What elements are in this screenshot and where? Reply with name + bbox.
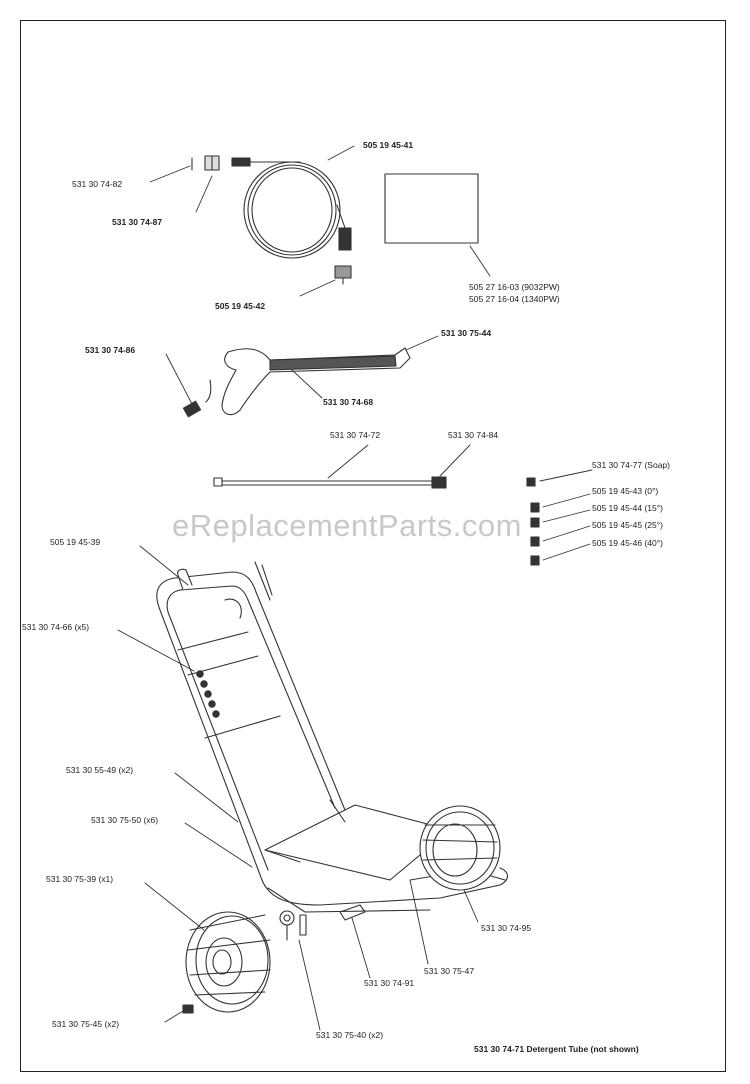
label-detergent-tube-note: 531 30 74-71 Detergent Tube (not shown) (474, 1044, 639, 1054)
label-505-19-45-44: 505 19 45-44 (15°) (592, 503, 663, 513)
label-531-30-74-68: 531 30 74-68 (323, 397, 374, 407)
left-wheel (185, 911, 271, 1013)
label-531-30-75-39: 531 30 75-39 (x1) (46, 874, 114, 884)
watermark: eReplacementParts.com (172, 508, 522, 543)
cart-hardware (182, 904, 366, 1014)
leader-lines (117, 145, 593, 1031)
label-manual-9032pw: 505 27 16-03 (9032PW) (469, 282, 560, 292)
label-505-19-45-46: 505 19 45-46 (40°) (592, 538, 663, 548)
label-531-30-75-44: 531 30 75-44 (441, 328, 492, 338)
label-531-30-74-84: 531 30 74-84 (448, 430, 499, 440)
label-505-19-45-39: 505 19 45-39 (50, 537, 101, 547)
label-531-30-75-50: 531 30 75-50 (x6) (91, 815, 159, 825)
cart-frame (156, 561, 509, 913)
diagram-frame (20, 20, 726, 1072)
label-531-30-74-82: 531 30 74-82 (72, 179, 123, 189)
label-531-30-75-40: 531 30 75-40 (x2) (316, 1030, 384, 1040)
nozzle-set (526, 477, 540, 566)
label-manual-1340pw: 505 27 16-04 (1340PW) (469, 294, 560, 304)
frame-knobs (196, 670, 220, 718)
hose-end-fitting (334, 265, 352, 285)
label-505-19-45-43: 505 19 45-43 (0°) (592, 486, 659, 496)
label-505-19-45-41: 505 19 45-41 (363, 140, 414, 150)
spray-gun (182, 347, 411, 418)
label-505-19-45-45: 505 19 45-45 (25°) (592, 520, 663, 530)
label-531-30-74-72: 531 30 74-72 (330, 430, 381, 440)
hose-coil (243, 161, 352, 259)
label-531-30-74-86: 531 30 74-86 (85, 345, 136, 355)
label-531-30-74-95: 531 30 74-95 (481, 923, 532, 933)
label-531-30-55-49: 531 30 55-49 (x2) (66, 765, 134, 775)
label-531-30-74-66: 531 30 74-66 (x5) (22, 622, 90, 632)
label-531-30-74-91: 531 30 74-91 (364, 978, 415, 988)
right-wheel (419, 805, 501, 891)
manual-booklet (384, 173, 479, 244)
label-531-30-75-47: 531 30 75-47 (424, 966, 475, 976)
label-531-30-74-87: 531 30 74-87 (112, 217, 163, 227)
label-505-19-45-42: 505 19 45-42 (215, 301, 266, 311)
hose-fitting-parts (191, 155, 251, 171)
label-531-30-75-45: 531 30 75-45 (x2) (52, 1019, 120, 1029)
label-531-30-74-77-soap: 531 30 74-77 (Soap) (592, 460, 670, 470)
spray-lance (213, 476, 447, 489)
